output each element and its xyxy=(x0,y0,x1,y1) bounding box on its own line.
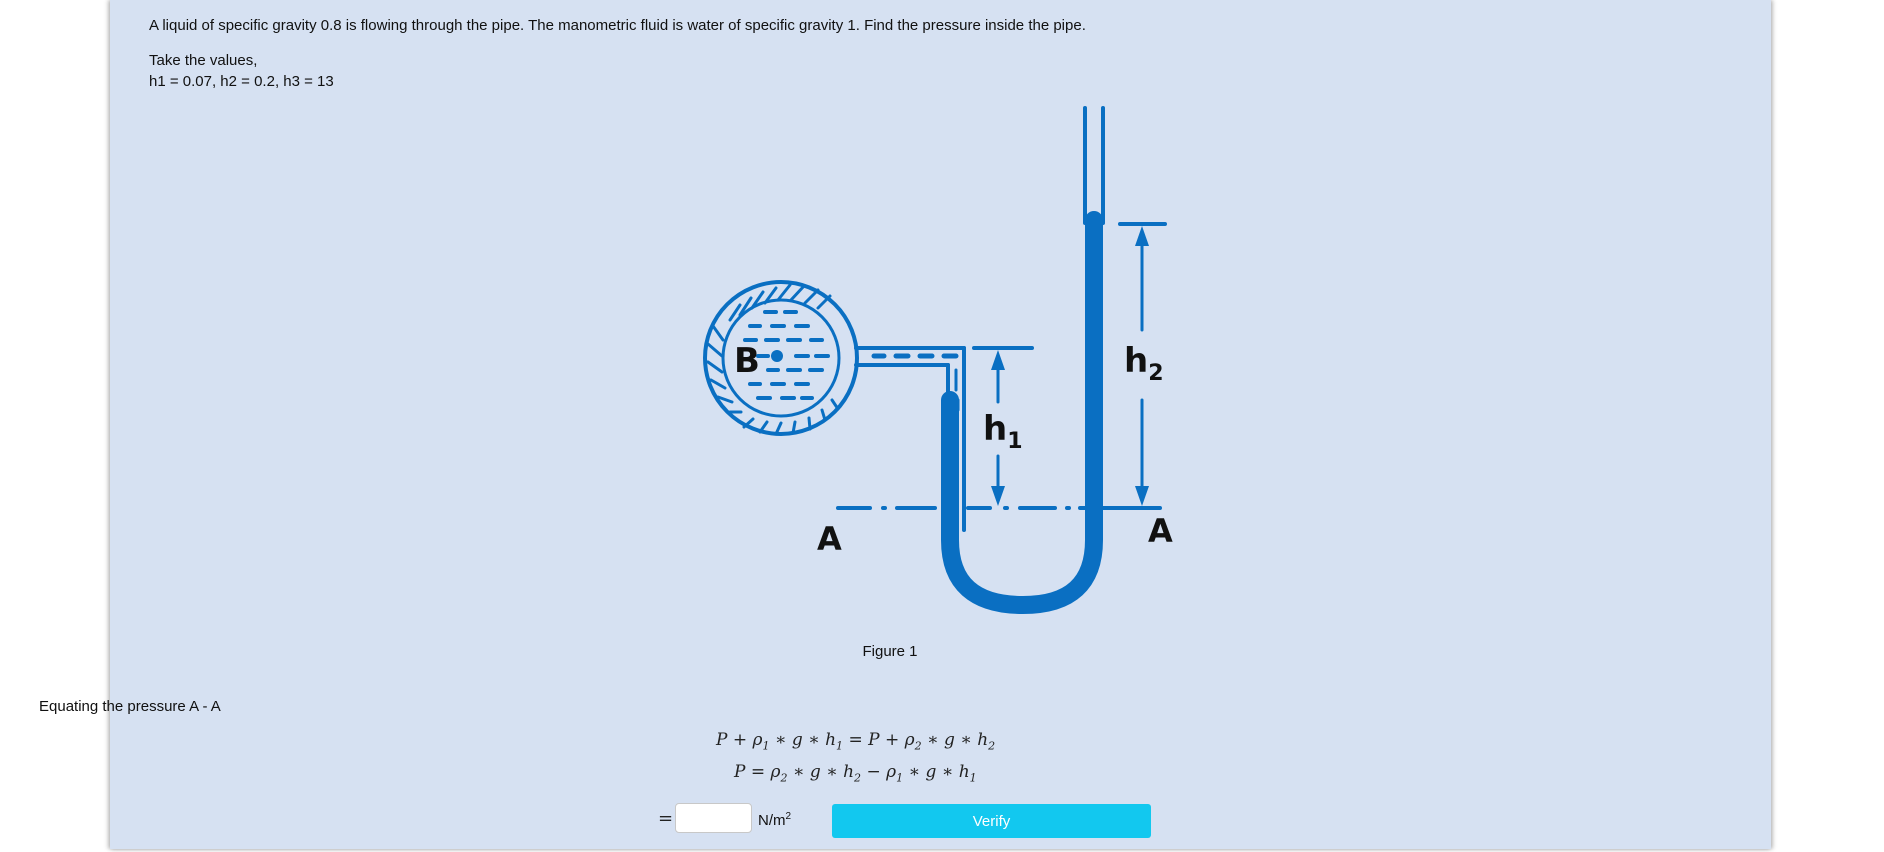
equation-1: P + ρ1 ∗ g ∗ h1 = P + ρ2 ∗ g ∗ h2 xyxy=(716,730,996,753)
u-tube-fluid xyxy=(941,211,1103,615)
manometer-diagram: B A A h1 h2 xyxy=(703,106,1173,615)
label-h1: h1 xyxy=(983,409,1023,454)
pipe-outer xyxy=(703,280,859,436)
problem-statement: A liquid of specific gravity 0.8 is flow… xyxy=(149,17,1086,34)
h2-arrowhead-down xyxy=(1135,486,1149,506)
pipe-liquid xyxy=(743,310,830,400)
verify-button[interactable]: Verify xyxy=(832,804,1151,838)
pipe-center-dot xyxy=(771,350,783,362)
answer-input[interactable] xyxy=(675,803,752,833)
h1-arrowhead-up xyxy=(991,350,1005,370)
pipe-inner xyxy=(721,298,841,418)
label-a-left: A xyxy=(817,520,842,558)
values-line: h1 = 0.07, h2 = 0.2, h3 = 13 xyxy=(149,73,334,90)
unit-label: N/m2 xyxy=(758,811,792,829)
content-panel: A liquid of specific gravity 0.8 is flow… xyxy=(110,0,1771,849)
equals-sign: = xyxy=(658,808,674,829)
label-h2: h2 xyxy=(1124,341,1164,386)
pipe-hatching xyxy=(706,283,840,436)
label-a-right: A xyxy=(1148,512,1173,550)
figure-caption: Figure 1 xyxy=(862,643,918,660)
h2-arrowhead-up xyxy=(1135,226,1149,246)
take-values-label: Take the values, xyxy=(149,52,258,69)
h1-arrowhead-down xyxy=(991,486,1005,506)
equating-label: Equating the pressure A - A xyxy=(39,698,221,715)
equation-2: P = ρ2 ∗ g ∗ h2 − ρ1 ∗ g ∗ h1 xyxy=(734,762,977,785)
label-b: B xyxy=(734,341,760,381)
